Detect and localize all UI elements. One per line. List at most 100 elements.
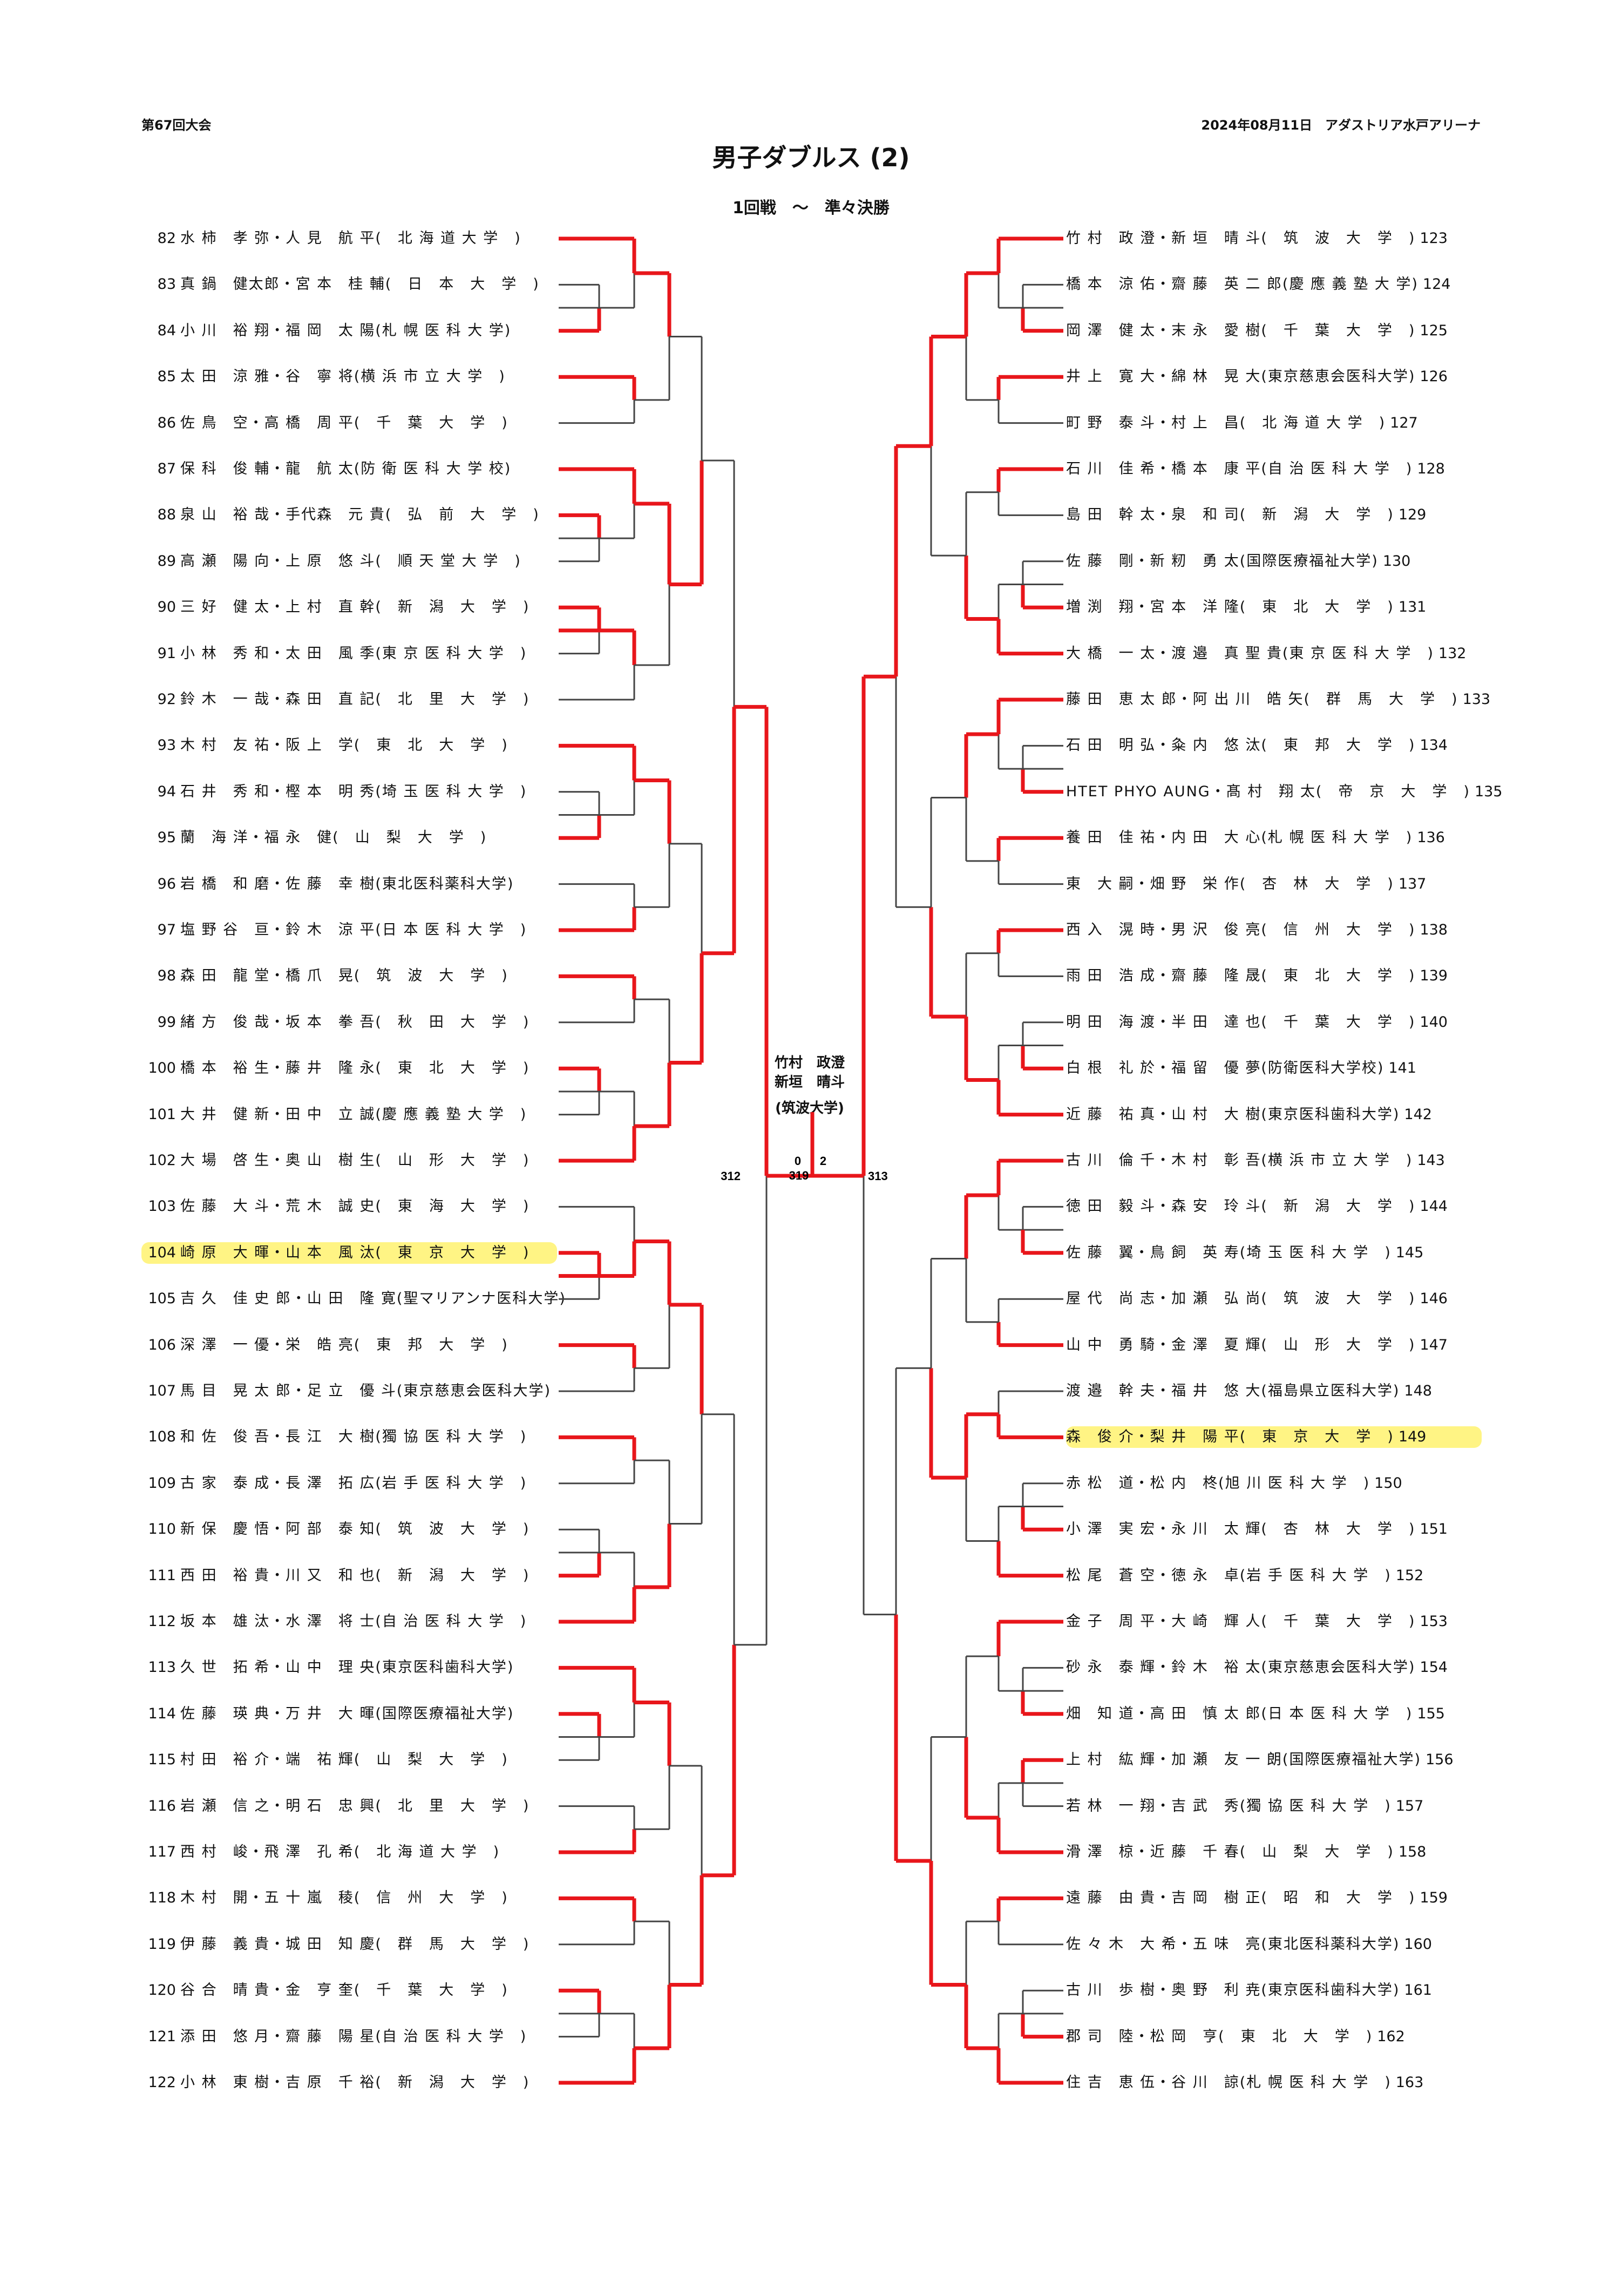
- entry-players: 伊 藤 義 貴・城 田 知 慶( 群 馬 大 学 ): [180, 1935, 530, 1953]
- entry-players: 佐 藤 瑛 典・万 井 大 暉(国際医療福祉大学): [180, 1705, 514, 1722]
- entry-149: 森 俊 介・梨 井 陽 平( 東 京 大 学 )149: [1066, 1426, 1482, 1448]
- entry-147: 山 中 勇 騎・金 澤 夏 輝( 山 形 大 学 )147: [1066, 1335, 1482, 1356]
- final-score: 2: [820, 1154, 826, 1168]
- entry-157: 若 林 一 翔・吉 武 秀(獨 協 医 科 大 学 )157: [1066, 1796, 1482, 1817]
- page-title: 男子ダブルス (2): [712, 143, 910, 172]
- entry-players: 若 林 一 翔・吉 武 秀(獨 協 医 科 大 学 ): [1066, 1797, 1392, 1814]
- entry-number: 163: [1395, 2074, 1424, 2091]
- entry-134: 石 田 明 弘・粂 内 悠 汰( 東 邦 大 学 )134: [1066, 735, 1482, 756]
- entry-132: 大 橋 一 太・渡 邉 真 聖 貴(東 京 医 科 大 学 )132: [1066, 643, 1482, 665]
- entry-163: 住 吉 恵 伍・谷 川 諒(札 幌 医 科 大 学 )163: [1066, 2072, 1482, 2094]
- entry-number: 129: [1398, 506, 1427, 524]
- entry-number: 159: [1420, 1889, 1448, 1907]
- final-match-number: 319: [789, 1169, 809, 1182]
- entry-number: 122: [148, 2074, 176, 2091]
- entry-number: 117: [148, 1844, 176, 1860]
- entry-number: 150: [1374, 1474, 1402, 1492]
- entry-number: 145: [1395, 1244, 1424, 1261]
- entry-number: 89: [157, 552, 176, 570]
- entry-players: 佐 藤 大 斗・荒 木 誠 史( 東 海 大 学 ): [180, 1198, 530, 1215]
- entry-players: 徳 田 毅 斗・森 安 玲 斗( 新 潟 大 学 ): [1066, 1198, 1416, 1215]
- entry-number: 103: [148, 1198, 176, 1215]
- entry-players: 赤 松 道・松 内 柊(旭 川 医 科 大 学 ): [1066, 1474, 1370, 1492]
- entry-number: 91: [157, 645, 176, 662]
- entry-players: 佐 藤 剛・新 籾 勇 太(国際医療福祉大学): [1066, 552, 1379, 570]
- entry-players: 木 村 友 祐・阪 上 学( 東 北 大 学 ): [180, 737, 508, 754]
- entry-players: 三 好 健 太・上 村 直 幹( 新 潟 大 学 ): [180, 599, 530, 616]
- entry-number: 101: [148, 1106, 176, 1123]
- entry-players: 増 渕 翔・宮 本 洋 隆( 東 北 大 学 ): [1066, 599, 1394, 616]
- entry-number: 160: [1404, 1935, 1432, 1953]
- event-date-venue: 2024年08月11日 アダストリア水戸アリーナ: [1201, 118, 1481, 133]
- entry-number: 86: [157, 414, 176, 431]
- entry-number: 155: [1417, 1705, 1445, 1722]
- entry-123: 竹 村 政 澄・新 垣 晴 斗( 筑 波 大 学 )123: [1066, 228, 1482, 249]
- entry-number: 96: [157, 875, 176, 892]
- entry-number: 130: [1382, 552, 1411, 570]
- entry-number: 161: [1404, 1982, 1432, 1999]
- entry-players: 橋 本 裕 生・藤 井 隆 永( 東 北 大 学 ): [180, 1060, 530, 1077]
- entry-143: 古 川 倫 千・木 村 彰 吾(横 浜 市 立 大 学 )143: [1066, 1150, 1482, 1171]
- entry-players: 石 田 明 弘・粂 内 悠 汰( 東 邦 大 学 ): [1066, 737, 1416, 754]
- entry-number: 123: [1420, 230, 1448, 247]
- entry-number: 146: [1420, 1290, 1448, 1308]
- entry-players: 西 入 滉 時・男 沢 俊 亮( 信 州 大 学 ): [1066, 922, 1416, 938]
- entry-number: 102: [148, 1152, 176, 1169]
- entry-players: 岩 橋 和 磨・佐 藤 幸 樹(東北医科薬科大学): [180, 875, 514, 892]
- entry-players: 住 吉 恵 伍・谷 川 諒(札 幌 医 科 大 学 ): [1066, 2074, 1392, 2091]
- entry-players: 小 林 東 樹・吉 原 千 裕( 新 潟 大 学 ): [180, 2074, 530, 2091]
- entry-number: 148: [1404, 1383, 1432, 1399]
- entry-131: 増 渕 翔・宮 本 洋 隆( 東 北 大 学 )131: [1066, 597, 1482, 618]
- entry-number: 104: [148, 1244, 176, 1261]
- entry-162: 郡 司 陸・松 岡 亨( 東 北 大 学 )162: [1066, 2026, 1482, 2048]
- entry-players: 吉 久 佳 史 郎・山 田 隆 寛(聖マリアンナ医科大学): [180, 1290, 566, 1308]
- entry-players: 真 鍋 健太郎・宮 本 桂 輔( 日 本 大 学 ): [180, 276, 540, 293]
- entry-152: 松 尾 蒼 空・徳 永 卓(岩 手 医 科 大 学 )152: [1066, 1565, 1482, 1587]
- entry-159: 遠 藤 由 貴・吉 岡 樹 正( 昭 和 大 学 )159: [1066, 1887, 1482, 1909]
- entry-number: 136: [1417, 829, 1445, 846]
- entry-150: 赤 松 道・松 内 柊(旭 川 医 科 大 学 )150: [1066, 1473, 1482, 1494]
- entry-number: 92: [157, 691, 176, 708]
- entry-number: 128: [1417, 460, 1445, 477]
- entry-number: 85: [157, 368, 176, 385]
- entry-players: 井 上 寛 大・綿 林 晃 大(東京慈恵会医科大学): [1066, 368, 1416, 385]
- entry-players: 水 柿 孝 弥・人 見 航 平( 北 海 道 大 学 ): [180, 230, 521, 247]
- entry-players: 蘭 海 洋・福 永 健( 山 梨 大 学 ): [180, 829, 487, 846]
- entry-players: 森 俊 介・梨 井 陽 平( 東 京 大 学 ): [1066, 1428, 1394, 1446]
- entry-players: 馬 目 晃 太 郎・足 立 優 斗(東京慈恵会医科大学): [180, 1383, 551, 1399]
- entry-number: 97: [157, 922, 176, 938]
- entry-players: 西 村 峻・飛 澤 孔 希( 北 海 道 大 学 ): [180, 1844, 500, 1860]
- entry-players: 佐 々 木 大 希・五 味 亮(東北医科薬科大学): [1066, 1935, 1400, 1953]
- entry-number: 157: [1395, 1797, 1424, 1814]
- entry-136: 養 田 佳 祐・内 田 大 心(札 幌 医 科 大 学 )136: [1066, 827, 1482, 849]
- entry-number: 82: [157, 230, 176, 247]
- entry-players: 西 田 裕 貴・川 又 和 也( 新 潟 大 学 ): [180, 1567, 530, 1584]
- entry-players: 和 佐 俊 吾・長 江 大 樹(獨 協 医 科 大 学 ): [180, 1428, 527, 1446]
- tournament-edition: 第67回大会: [141, 118, 212, 133]
- entry-players: 高 瀬 陽 向・上 原 悠 斗( 順 天 堂 大 学 ): [180, 552, 521, 570]
- entry-number: 139: [1420, 967, 1448, 985]
- entry-players: 緒 方 俊 哉・坂 本 拳 吾( 秋 田 大 学 ): [180, 1013, 530, 1031]
- entry-number: 141: [1388, 1060, 1416, 1077]
- entry-number: 158: [1398, 1844, 1427, 1860]
- entry-number: 132: [1438, 645, 1467, 662]
- entry-players: 白 根 礼 於・福 留 優 夢(防衛医科大学校): [1066, 1060, 1385, 1077]
